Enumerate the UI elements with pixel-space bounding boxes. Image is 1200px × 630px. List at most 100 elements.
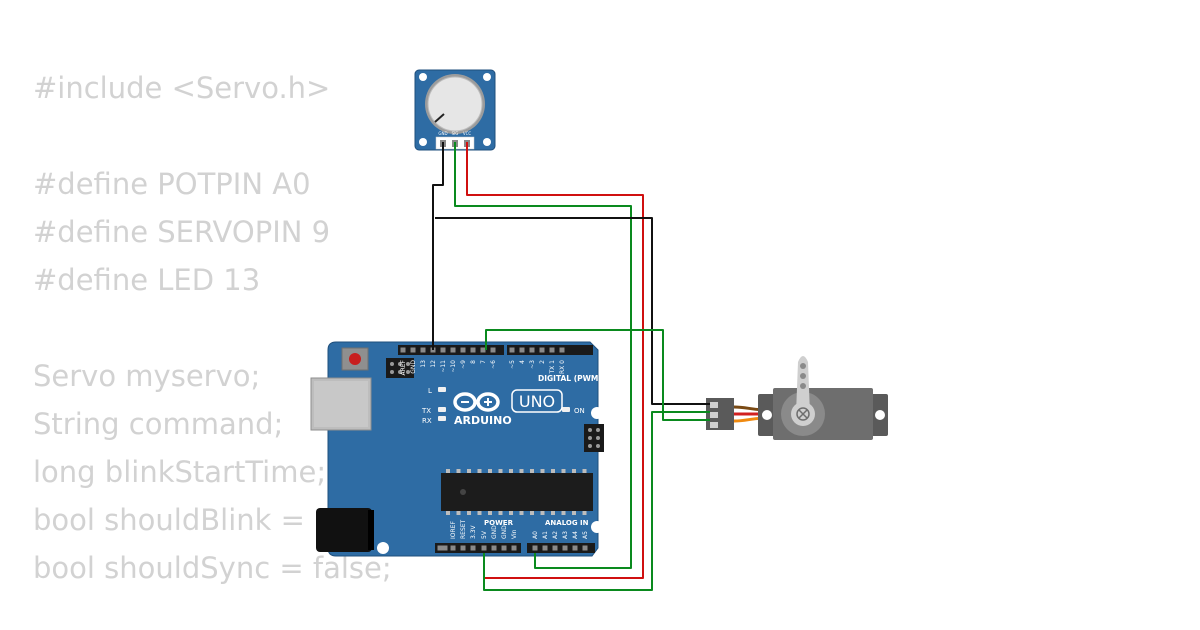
- servo-motor[interactable]: [706, 356, 888, 440]
- wire-servo-gnd[interactable]: [435, 217, 710, 405]
- microcontroller-chip: [441, 473, 593, 511]
- led-label-l: L: [428, 387, 432, 395]
- header-pin[interactable]: [509, 347, 515, 353]
- mount-hole: [419, 138, 427, 146]
- chip-notch: [460, 489, 466, 495]
- header-pin[interactable]: [549, 347, 555, 353]
- digital-label: DIGITAL (PWM ~): [538, 374, 611, 383]
- header-pin[interactable]: [460, 545, 466, 551]
- pin-label: 4: [519, 360, 526, 364]
- header-pin[interactable]: [501, 545, 507, 551]
- led-on: [562, 407, 570, 412]
- chip-pin: [509, 511, 513, 515]
- chip-pin: [519, 469, 524, 473]
- servo-mount-hole: [875, 410, 885, 420]
- code-line: #define POTPIN A0: [33, 167, 311, 201]
- chip-pin: [446, 511, 450, 515]
- header-pin[interactable]: [511, 545, 517, 551]
- chip-pin: [519, 511, 524, 515]
- pin-label: A4: [572, 531, 579, 539]
- header-pin[interactable]: [450, 545, 456, 551]
- pin-label: GND: [491, 525, 498, 539]
- chip-pin: [572, 511, 576, 515]
- header-pin[interactable]: [460, 347, 466, 353]
- pin-label: 8: [470, 360, 477, 364]
- header-pin[interactable]: [470, 347, 476, 353]
- analog-header: [527, 543, 595, 553]
- header-pin[interactable]: [481, 545, 487, 551]
- potentiometer-module[interactable]: GND SIG VCC: [414, 69, 496, 151]
- pin-label: 5V: [481, 530, 488, 539]
- chip-pin: [582, 511, 587, 515]
- code-snippet: #include <Servo.h> #define POTPIN A0 #de…: [33, 66, 392, 594]
- chip-pin: [477, 469, 482, 473]
- chip-pin: [488, 511, 492, 515]
- header-pin[interactable]: [542, 545, 548, 551]
- header-pin[interactable]: [420, 347, 426, 353]
- digital-pin-holes: [400, 347, 565, 353]
- arduino-logo-icon: [453, 392, 500, 412]
- chip-pin: [498, 511, 503, 515]
- header-pin[interactable]: [529, 347, 535, 353]
- pin-label: ~11: [440, 360, 447, 373]
- header-pin[interactable]: [440, 347, 446, 353]
- header-pin[interactable]: [539, 347, 545, 353]
- pin-label: A1: [542, 531, 549, 539]
- arduino-logo-text: ARDUINO: [454, 414, 512, 427]
- icsp-header-usb: [386, 358, 414, 378]
- wire-servo-signal-to-pin9[interactable]: [485, 329, 710, 421]
- chip-pin: [582, 469, 587, 473]
- pin-label: 13: [420, 360, 427, 368]
- header-pin[interactable]: [491, 545, 497, 551]
- pin-label: GND: [501, 525, 508, 539]
- pin-label: RESET: [460, 519, 467, 539]
- icsp-header: [584, 424, 604, 452]
- code-line: long blinkStartTime;: [33, 455, 327, 489]
- usb-port-inner: [314, 381, 368, 427]
- chip-pin: [561, 511, 566, 515]
- mount-hole: [483, 138, 491, 146]
- header-pin[interactable]: [450, 347, 456, 353]
- wire-pot-sig-to-a0[interactable]: [454, 142, 632, 569]
- header-pin[interactable]: [582, 545, 588, 551]
- pin-label: Vin: [511, 529, 518, 539]
- code-line: #include <Servo.h>: [33, 71, 331, 105]
- code-line: String command;: [33, 407, 284, 441]
- led-rx: [438, 416, 446, 421]
- header-pin[interactable]: [519, 347, 525, 353]
- chip-pin: [540, 511, 545, 515]
- wire-pot-gnd-to-gnd[interactable]: [432, 142, 444, 350]
- pin-label: AREF: [400, 359, 407, 375]
- wire-servo-vcc[interactable]: [483, 411, 710, 591]
- chip-pin: [456, 469, 461, 473]
- header-pin[interactable]: [400, 347, 406, 353]
- power-label: POWER: [484, 519, 514, 527]
- header-pin[interactable]: [410, 347, 416, 353]
- chip-pin: [572, 469, 576, 473]
- chip-pin: [456, 511, 461, 515]
- header-pin[interactable]: [532, 545, 538, 551]
- pin-label-vcc: VCC: [463, 131, 472, 136]
- chip-pins: [446, 469, 587, 515]
- code-line: #define SERVOPIN 9: [33, 215, 331, 249]
- pin-label: TX 1: [549, 360, 556, 375]
- header-pin[interactable]: [470, 545, 476, 551]
- mount-hole: [483, 73, 491, 81]
- header-pin[interactable]: [572, 545, 578, 551]
- header-pin[interactable]: [552, 545, 558, 551]
- chip-pin: [446, 469, 450, 473]
- mount-hole: [377, 542, 389, 554]
- header-pin[interactable]: [559, 347, 565, 353]
- header-pin[interactable]: [480, 347, 486, 353]
- potentiometer-knob[interactable]: [427, 76, 483, 132]
- header-pin[interactable]: [562, 545, 568, 551]
- header-pin[interactable]: [490, 347, 496, 353]
- chip-pin: [561, 469, 566, 473]
- code-line: #define LED 13: [33, 263, 261, 297]
- pin-label: ~10: [450, 360, 457, 373]
- potentiometer-indicator: [434, 113, 445, 123]
- power-header: [435, 543, 521, 553]
